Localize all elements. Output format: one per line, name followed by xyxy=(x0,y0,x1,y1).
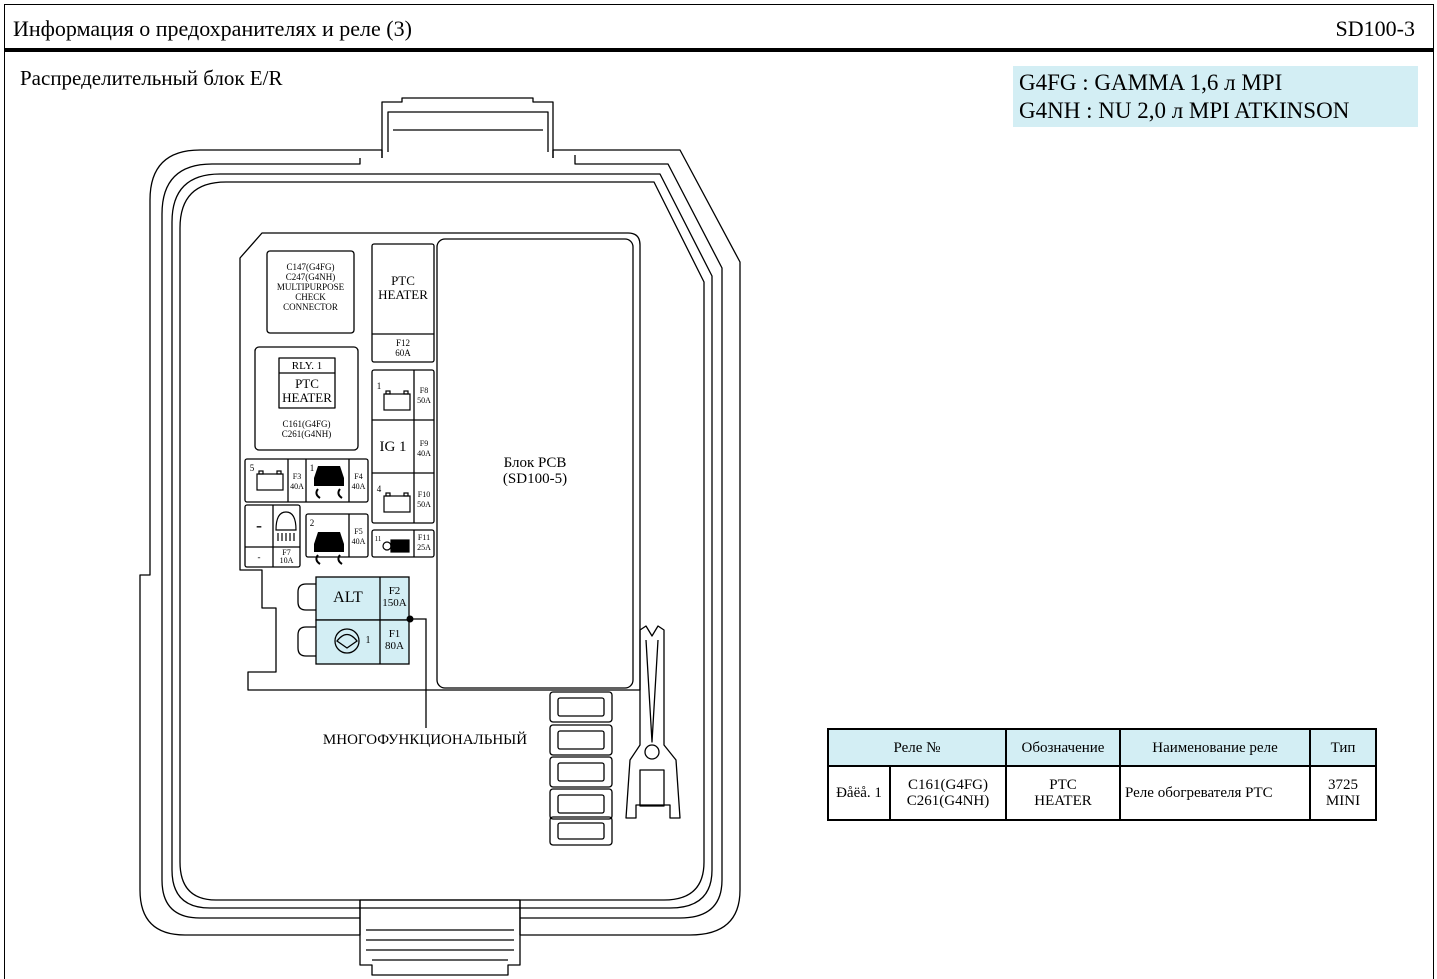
relay-id: RLY. 1 xyxy=(291,360,323,372)
block-subtitle: Распределительный блок E/R xyxy=(20,66,283,90)
cell-designation: PTC HEATER xyxy=(1005,765,1121,821)
f8-label: F8 50A xyxy=(417,386,431,405)
f10-num: 4 xyxy=(376,484,382,494)
page-code: SD100-3 xyxy=(1335,16,1415,41)
page-title: Информация о предохранителях и реле (3) xyxy=(13,16,412,41)
table-header-row: Реле № Обозначение Наименование реле Тип xyxy=(827,728,1377,767)
header-rule xyxy=(4,48,1434,52)
page-frame xyxy=(4,4,1434,979)
header-relay-name: Наименование реле xyxy=(1119,728,1311,767)
f4-num: 1 xyxy=(309,463,315,473)
f3-num: 5 xyxy=(249,463,255,473)
f9-name: IG 1 xyxy=(379,439,407,455)
table-row: Đåëå. 1 C161(G4FG) C261(G4NH) PTC HEATER… xyxy=(827,765,1377,821)
relay-table: Реле № Обозначение Наименование реле Тип… xyxy=(827,728,1377,821)
header-relay-no: Реле № xyxy=(827,728,1007,767)
f7-minus-small: - xyxy=(257,552,261,562)
connector-label: C147(G4FG) C247(G4NH) MULTIPURPOSE CHECK… xyxy=(276,262,345,312)
f7-label: F7 10A xyxy=(279,548,294,565)
cell-type: 3725 MINI xyxy=(1309,765,1377,821)
f10-label: F10 50A xyxy=(417,490,431,509)
f9-label: F9 40A xyxy=(417,439,431,458)
f8-num: 1 xyxy=(376,381,382,391)
engine-box: G4FG : GAMMA 1,6 л MPI G4NH : NU 2,0 л M… xyxy=(1013,66,1418,127)
cell-connectors: C161(G4FG) C261(G4NH) xyxy=(889,765,1007,821)
f11-label: F11 25A xyxy=(417,533,431,552)
engine-line-2: G4NH : NU 2,0 л MPI ATKINSON xyxy=(1019,98,1350,123)
f7-minus-big: - xyxy=(256,515,262,535)
pcb-block-label: Блок PCB (SD100-5) xyxy=(502,455,568,487)
f5-label: F5 40A xyxy=(351,527,366,546)
ptc-heater-fuse-label: PTC HEATER xyxy=(378,273,428,302)
engine-line-1: G4FG : GAMMA 1,6 л MPI xyxy=(1019,70,1283,95)
f11-num: 11 xyxy=(374,535,382,543)
relay-name: PTC HEATER xyxy=(282,376,332,405)
multifunction-label: МНОГОФУНКЦИОНАЛЬНЫЙ xyxy=(322,732,528,748)
f2-name: ALT xyxy=(333,589,363,606)
relay-connectors: C161(G4FG) C261(G4NH) xyxy=(281,419,332,439)
f3-label: F3 40A xyxy=(290,472,304,491)
cell-relay-id: Đåëå. 1 xyxy=(827,765,891,821)
f1-label: F1 80A xyxy=(385,628,404,652)
f12-label: F12 60A xyxy=(395,338,411,358)
f4-label: F4 40A xyxy=(351,472,366,491)
cell-relay-name: Реле обогревателя PTC xyxy=(1119,765,1311,821)
header-designation: Обозначение xyxy=(1005,728,1121,767)
f2-label: F2 150A xyxy=(382,585,407,609)
header-type: Тип xyxy=(1309,728,1377,767)
f5-num: 2 xyxy=(309,518,315,528)
f1-num: 1 xyxy=(365,635,371,646)
